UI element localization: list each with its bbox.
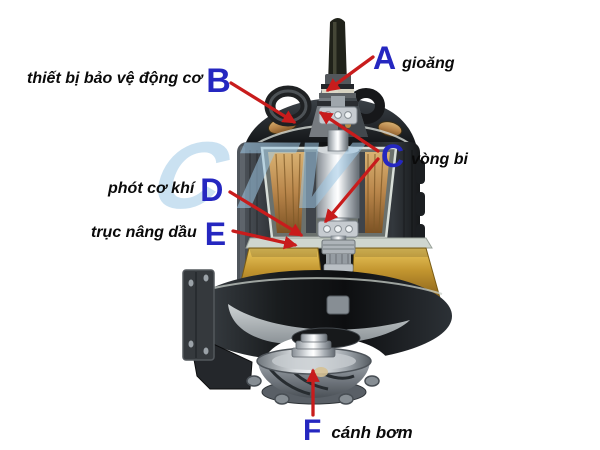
label-bearing: C vòng bi — [381, 140, 468, 172]
label-b-letter: B — [206, 62, 231, 100]
label-e-letter: E — [204, 216, 227, 252]
lower-bearing — [317, 220, 359, 238]
label-f-letter: F — [303, 414, 322, 447]
label-f-text: cánh bơm — [331, 423, 413, 442]
leader-e — [231, 229, 298, 250]
label-a-letter: A — [373, 40, 397, 76]
label-e-text: trục nâng dầu — [91, 224, 197, 241]
label-a-text: gioăng — [402, 55, 455, 72]
impeller — [246, 333, 380, 405]
power-cable — [328, 18, 347, 84]
pump-cutaway — [182, 18, 452, 405]
leader-lines — [228, 55, 380, 417]
discharge-flange — [182, 269, 215, 361]
label-c-letter: C — [381, 138, 405, 174]
label-c-text: vòng bi — [411, 151, 468, 168]
label-impeller: F cánh bơm — [303, 416, 413, 446]
label-d-text: phót cơ khí — [108, 180, 195, 197]
label-gasket: A gioăng — [373, 42, 455, 74]
label-motor-protector: thiết bị bảo vệ động cơ B — [27, 64, 231, 98]
leader-c-lower — [324, 157, 380, 224]
leader-d — [228, 190, 304, 237]
label-mechanical-seal: phót cơ khí D — [108, 174, 223, 206]
label-oil-lift-shaft: trục nâng dầu E — [91, 218, 226, 250]
label-d-letter: D — [200, 172, 224, 208]
leader-a — [325, 55, 375, 92]
label-b-text: thiết bị bảo vệ động cơ — [27, 70, 203, 87]
leader-c-upper — [318, 111, 380, 153]
leader-b — [229, 81, 297, 124]
